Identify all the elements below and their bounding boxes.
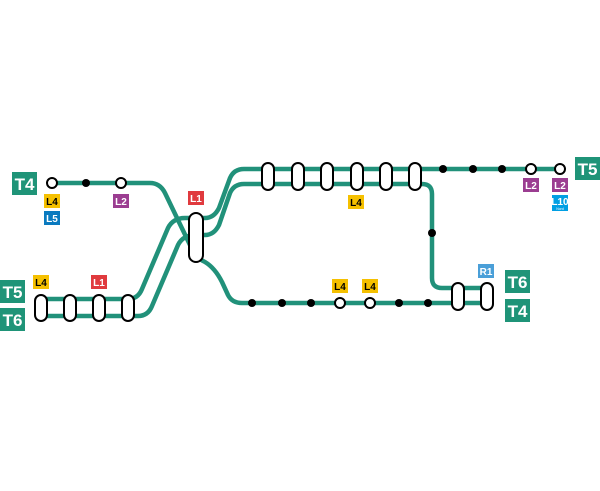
station-open[interactable] [334, 297, 346, 309]
station[interactable] [424, 299, 432, 307]
badge-bg [44, 211, 60, 225]
interchange-station[interactable] [261, 162, 275, 191]
terminal-badge-t5: T5 [578, 160, 598, 179]
track-t6-line [38, 181, 490, 319]
line-badge-l1: L1 [190, 194, 202, 205]
badge-bg [523, 178, 539, 192]
badge-bg [332, 279, 348, 293]
interchange-station[interactable] [379, 162, 393, 191]
stations [34, 162, 566, 322]
line-badge-l1: L1 [93, 278, 105, 289]
interchange-station[interactable] [320, 162, 334, 191]
station[interactable] [82, 179, 90, 187]
badge-bg [348, 195, 364, 209]
interchange-station[interactable] [350, 162, 364, 191]
badge-bg [188, 191, 204, 205]
badge-bg [478, 264, 494, 278]
interchange-station[interactable] [121, 294, 135, 322]
station-open[interactable] [554, 163, 566, 175]
terminal-badge-bg [0, 308, 25, 331]
badge-bg [33, 275, 49, 289]
station-open[interactable] [364, 297, 376, 309]
terminal-badge-bg [12, 172, 37, 195]
station-open[interactable] [115, 177, 127, 189]
terminal-badge-t5: T5 [3, 283, 23, 302]
station[interactable] [428, 229, 436, 237]
badge-bg [552, 178, 568, 192]
interchange-station[interactable] [451, 282, 465, 311]
station-open[interactable] [525, 163, 537, 175]
line-badge-r1: R1 [480, 267, 493, 278]
badge-bg [91, 275, 107, 289]
station[interactable] [469, 165, 477, 173]
badge-bg [552, 195, 568, 211]
interchange-station[interactable] [408, 162, 422, 191]
badge-bg [44, 194, 60, 208]
station[interactable] [439, 165, 447, 173]
interchange-station[interactable] [34, 294, 48, 322]
terminal-labels: T4 T5 T6 T5 T6 T4 [0, 157, 600, 331]
terminal-badge-bg [0, 280, 25, 303]
station[interactable] [278, 299, 286, 307]
station[interactable] [248, 299, 256, 307]
line-badge-l2: L2 [554, 181, 566, 192]
badge-bg [362, 279, 378, 293]
terminal-badge-bg [505, 270, 530, 293]
terminal-badge-t4: T4 [15, 175, 35, 194]
station[interactable] [498, 165, 506, 173]
line-badges: L4 L5 L2 L1 L4 L1 L4 L4 L4 L2 L2 L10 Nor… [33, 178, 569, 293]
line-badge-l4: L4 [334, 282, 346, 293]
line-badge-l10: L10 [551, 197, 569, 208]
terminal-badge-bg [505, 299, 530, 322]
line-badge-l2: L2 [525, 181, 537, 192]
line-badge-l4: L4 [46, 197, 58, 208]
track-t4-line [49, 180, 490, 306]
line-badge-l10-sub: Nord [556, 207, 564, 211]
interchange-station[interactable] [480, 282, 494, 311]
terminal-badge-t4: T4 [508, 302, 528, 321]
interchange-station[interactable] [291, 162, 305, 191]
line-badge-l2: L2 [115, 197, 127, 208]
terminal-badge-bg [575, 157, 600, 180]
terminal-badge-t6: T6 [508, 273, 528, 292]
line-badge-l4: L4 [364, 282, 376, 293]
interchange-station[interactable] [63, 294, 77, 322]
interchange-station[interactable] [92, 294, 106, 322]
line-badge-l4: L4 [35, 278, 47, 289]
line-badge-l4: L4 [350, 198, 362, 209]
station[interactable] [307, 299, 315, 307]
line-badge-l5: L5 [46, 214, 58, 225]
interchange-station[interactable] [188, 212, 204, 263]
station[interactable] [395, 299, 403, 307]
badge-bg [113, 194, 129, 208]
terminal-badge-t6: T6 [3, 311, 23, 330]
station-open[interactable] [46, 177, 58, 189]
